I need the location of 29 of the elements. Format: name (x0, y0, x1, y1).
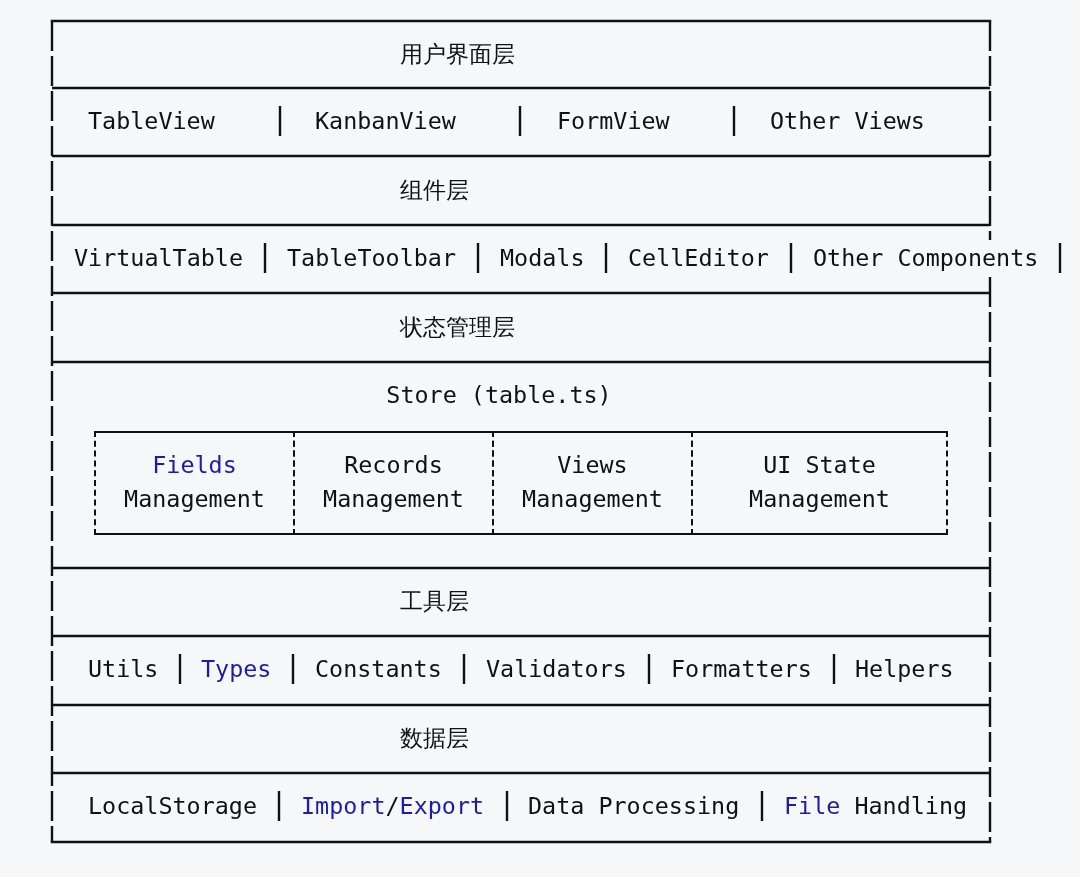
data-function-label: File Handling (784, 792, 968, 820)
component-label: Other Components (813, 244, 1039, 272)
layer-title: 数据层 (400, 724, 469, 752)
utility-label: Helpers (855, 655, 954, 683)
store-module-box: Fields Management (94, 431, 295, 535)
layer-title: 组件层 (400, 176, 469, 204)
layer-title: 用户界面层 (400, 40, 515, 68)
view-label: Other Views (770, 107, 925, 135)
utility-label: Validators (486, 655, 627, 683)
component-label: VirtualTable (74, 244, 243, 272)
component-label: TableToolbar (287, 244, 456, 272)
data-function-label: Data Processing (528, 792, 740, 820)
view-label: FormView (557, 107, 670, 135)
view-label: KanbanView (315, 107, 456, 135)
store-module-box: Records Management (293, 431, 494, 535)
utility-label: Constants (315, 655, 442, 683)
component-label: Modals (500, 244, 585, 272)
utility-label: Types (201, 655, 272, 683)
store-title: Store (table.ts) (386, 381, 612, 409)
utility-label: Formatters (671, 655, 812, 683)
utility-label: Utils (88, 655, 159, 683)
layer-title: 工具层 (400, 587, 469, 615)
data-function-label: Import/Export (301, 792, 485, 820)
store-module-box: UI State Management (691, 431, 948, 535)
store-module-box: Views Management (492, 431, 693, 535)
layer-title: 状态管理层 (400, 313, 515, 341)
component-label: CellEditor (628, 244, 769, 272)
view-label: TableView (88, 107, 215, 135)
data-function-label: LocalStorage (88, 792, 257, 820)
